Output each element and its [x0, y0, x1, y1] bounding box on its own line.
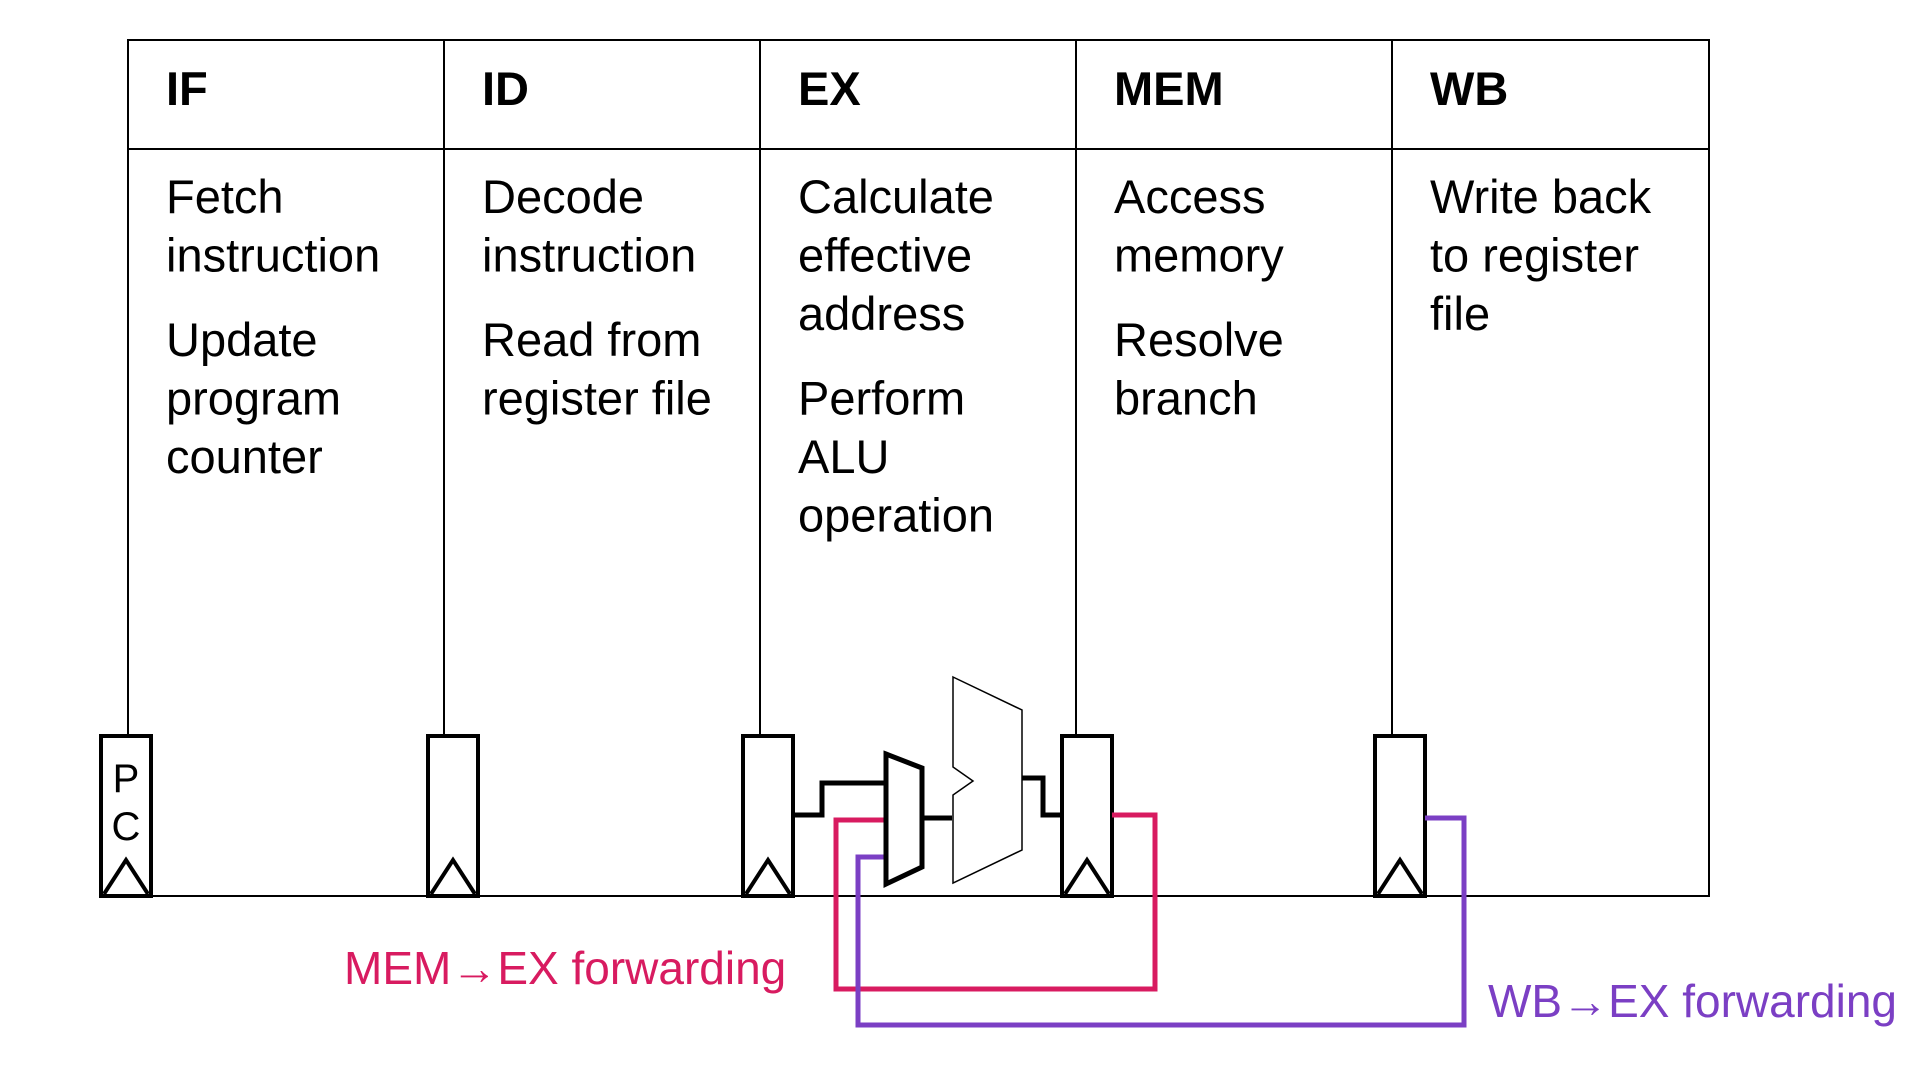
- id-ex-register: [741, 734, 795, 898]
- mem-wb-register: [1373, 734, 1427, 898]
- clock-icon: [102, 856, 150, 896]
- stage-description-line: instruction: [166, 229, 380, 282]
- stage-description-line: Update: [166, 313, 318, 366]
- stage-description-line: to register: [1430, 229, 1639, 282]
- stage-description-line: register file: [482, 372, 712, 425]
- ex-mem-register: [1060, 734, 1114, 898]
- stage-title-ex: EX: [798, 62, 861, 115]
- id-ex-register-box: [741, 734, 795, 898]
- stage-description-line: Write back: [1430, 170, 1652, 223]
- stage-description-line: Decode: [482, 170, 644, 223]
- ex-mem-register-box: [1060, 734, 1114, 898]
- if-id-register: [426, 734, 480, 898]
- stage-description-line: operation: [798, 489, 994, 542]
- stage-description-line: file: [1430, 287, 1490, 340]
- stage-description-line: ALU: [798, 430, 889, 483]
- wire-alu-to-exmem: [1022, 775, 1062, 818]
- clock-icon: [1376, 856, 1424, 896]
- pc-register-letter-c: C: [112, 805, 141, 849]
- wire-idex-to-mux: [793, 780, 886, 818]
- clock-icon: [744, 856, 792, 896]
- stage-title-wb: WB: [1430, 62, 1508, 115]
- clock-icon: [429, 856, 477, 896]
- stage-description-line: Calculate: [798, 170, 994, 223]
- pc-register: P C: [99, 734, 153, 898]
- pc-register-letter-p: P: [113, 757, 140, 801]
- stage-description-line: counter: [166, 430, 323, 483]
- stage-description-line: Resolve: [1114, 313, 1284, 366]
- stage-description-line: Perform: [798, 372, 965, 425]
- clock-icon: [1063, 856, 1111, 896]
- mem-to-ex-forwarding-label: MEM→EX forwarding: [344, 942, 786, 994]
- if-id-register-box: [426, 734, 480, 898]
- stage-description-line: instruction: [482, 229, 696, 282]
- stage-description-line: Read from: [482, 313, 701, 366]
- stage-table: [100, 39, 1710, 897]
- stage-description-line: effective: [798, 229, 972, 282]
- stage-title-if: IF: [166, 62, 208, 115]
- pipeline-registers: P C: [99, 734, 1427, 898]
- alu: [952, 675, 1023, 885]
- datapath-wires: [793, 775, 1062, 821]
- stage-description-line: Access: [1114, 170, 1266, 223]
- mem-to-ex-forwarding-path: [833, 812, 1158, 992]
- pc-register-box: [99, 734, 153, 898]
- stage-description-line: branch: [1114, 372, 1258, 425]
- stage-description-line: memory: [1114, 229, 1284, 282]
- stage-description-line: program: [166, 372, 341, 425]
- wb-to-ex-forwarding-path: [855, 815, 1467, 1028]
- stage-description-line: Fetch: [166, 170, 284, 223]
- forwarding-mux: [883, 750, 925, 888]
- stage-title-id: ID: [482, 62, 529, 115]
- stage-title-mem: MEM: [1114, 62, 1224, 115]
- stage-description-line: address: [798, 287, 965, 340]
- mem-wb-register-box: [1373, 734, 1427, 898]
- wb-to-ex-forwarding-label: WB→EX forwarding: [1488, 975, 1897, 1027]
